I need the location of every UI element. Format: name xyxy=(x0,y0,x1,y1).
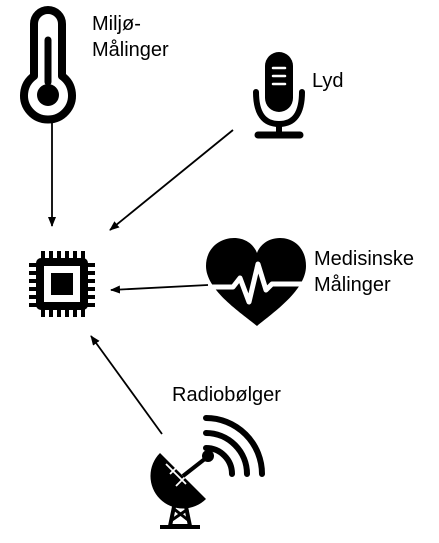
label-medisinske-line2: Målinger xyxy=(314,274,391,296)
heart-pulse-icon xyxy=(206,238,306,326)
cpu-chip-icon xyxy=(29,251,95,317)
label-miljo-line2: Målinger xyxy=(92,39,169,61)
thermometer-icon xyxy=(20,6,76,124)
arrow-heart-to-cpu xyxy=(110,284,209,294)
microphone-icon xyxy=(253,52,305,139)
arrow-satellite-to-cpu xyxy=(90,335,163,435)
label-lyd: Lyd xyxy=(312,70,344,92)
label-miljo-malinger: Miljø- Målinger xyxy=(92,11,169,63)
label-miljo-line1: Miljø- xyxy=(92,13,141,35)
label-medisinske-malinger: Medisinske Målinger xyxy=(314,246,414,298)
label-radiobolger: Radiobølger xyxy=(172,384,281,406)
arrow-microphone-to-cpu xyxy=(109,129,234,231)
satellite-dish-icon xyxy=(150,415,265,529)
label-medisinske-line1: Medisinske xyxy=(314,248,415,270)
